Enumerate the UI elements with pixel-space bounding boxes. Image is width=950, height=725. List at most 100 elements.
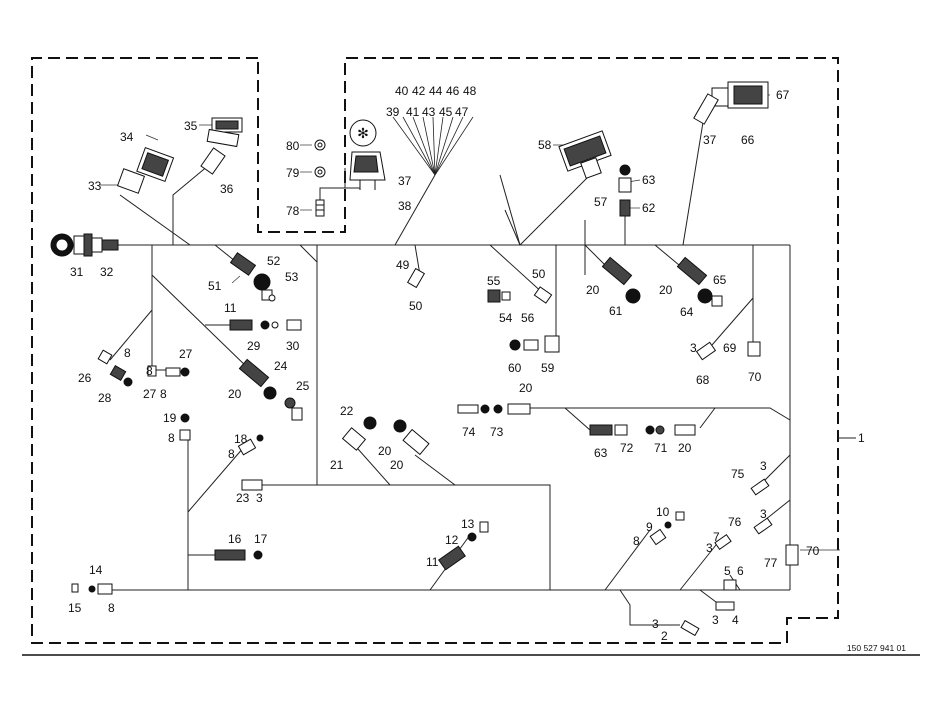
plug-11-icon [438,521,489,571]
callout-18: 18 [234,432,248,446]
callout-9: 9 [646,520,653,534]
callout-55: 54 [499,311,513,325]
plug-24-icon [241,479,263,491]
callout-38: 37 [398,174,412,188]
plug-2-icon [680,619,700,637]
callout-69: 68 [696,373,710,387]
callout-81: 80 [286,139,300,153]
callout-39: 38 [398,199,412,213]
plug-26-icon [238,358,303,421]
callout-19: 19 [163,411,177,425]
callout-3: 3 [760,459,767,473]
callout-5: 5 [724,564,731,578]
callout-56: 55 [487,274,501,288]
callout-33: 32 [100,265,114,279]
callout-20: 20 [659,283,673,297]
plug-51-icon [406,267,426,289]
callout-25: 24 [274,359,288,373]
callout-59: 58 [538,138,552,152]
callout-77: 76 [728,515,742,529]
plug-73-icon [589,424,696,436]
callout-34: 33 [88,179,102,193]
fastener-set-icon [314,139,326,217]
plug-62-icon [601,256,641,304]
plug-31-icon [229,319,302,331]
callout-27: 27 [143,387,157,401]
callout-31: 30 [286,339,300,353]
callout-4: 4 [732,613,739,627]
callout-6: 6 [737,564,744,578]
plug-75-icon [457,403,531,415]
callout-11: 11 [224,301,237,315]
callout-24: 23 [236,491,250,505]
callout-76: 75 [731,467,745,481]
callout-74: 73 [490,425,504,439]
callout-20: 20 [519,381,533,395]
callout-67: 66 [741,133,755,147]
callout-22: 21 [330,458,344,472]
callout-50: 50 [532,267,546,281]
plug-4-icon [715,601,735,611]
plug-21-icon [393,419,430,456]
callout-16: 16 [228,532,242,546]
plug-78-icon [785,544,799,566]
callout-3: 3 [690,341,697,355]
callout-3: 3 [706,541,713,555]
callout-20: 20 [228,387,242,401]
callout-8: 8 [228,447,235,461]
callout-44: 43 [422,105,436,119]
callout-14: 14 [89,563,103,577]
plug-28-icon [147,365,190,377]
callout-64: 63 [642,173,656,187]
callout-12: 12 [445,533,459,547]
callout-23: 22 [340,404,354,418]
callout-80: 79 [286,166,300,180]
callout-46: 45 [439,105,453,119]
callout-28: 27 [179,347,193,361]
wiring [100,94,840,626]
callout-78: 77 [764,556,778,570]
callout-48: 47 [455,105,469,119]
callout-8: 8 [108,601,115,615]
callout-15: 15 [68,601,82,615]
plug-77-icon [753,517,773,535]
plug-29-icon [97,349,133,387]
main-connector-icon [50,233,119,257]
callout-40: 39 [386,105,400,119]
callout-2: 2 [661,629,668,643]
callout-37: 37 [703,133,717,147]
plug-14-icon [71,583,113,595]
callout-8: 8 [160,387,167,401]
callout-17: 17 [254,532,268,546]
callout-73: 72 [620,441,634,455]
callout-63: 63 [594,446,608,460]
callout-labels: 1 2 3 3 3 3 3 3 3 4 5 6 7 8 8 8 8 8 8 8 … [68,84,865,643]
plug-19-icon [179,413,191,441]
plug-22-icon [341,416,377,451]
callout-36: 35 [184,119,198,133]
callout-65: 64 [680,305,694,319]
fan-symbol-icon: ✻ [349,119,377,147]
plug-9-icon [649,511,685,546]
callout-27: 26 [78,371,92,385]
callout-72: 71 [654,441,668,455]
multipin-plug-icon [116,147,175,194]
callout-8: 8 [168,431,175,445]
callout-66: 65 [713,273,727,287]
plug-71-icon [747,341,761,357]
callout-53: 52 [267,254,281,268]
callout-71: 70 [748,370,762,384]
plug-55-icon [487,289,511,303]
callout-1: 1 [858,431,865,445]
callout-13: 13 [461,517,475,531]
callout-79: 78 [286,204,300,218]
callout-3: 3 [652,617,659,631]
plug-5-icon [723,579,737,591]
callout-68: 67 [776,88,790,102]
callout-7: 7 [713,530,720,544]
document-number: 150 527 941 01 [847,643,906,653]
callout-41: 40 [395,84,409,98]
callout-11: 11 [426,555,439,569]
callout-75: 74 [462,425,476,439]
plug-7-icon [714,534,732,550]
